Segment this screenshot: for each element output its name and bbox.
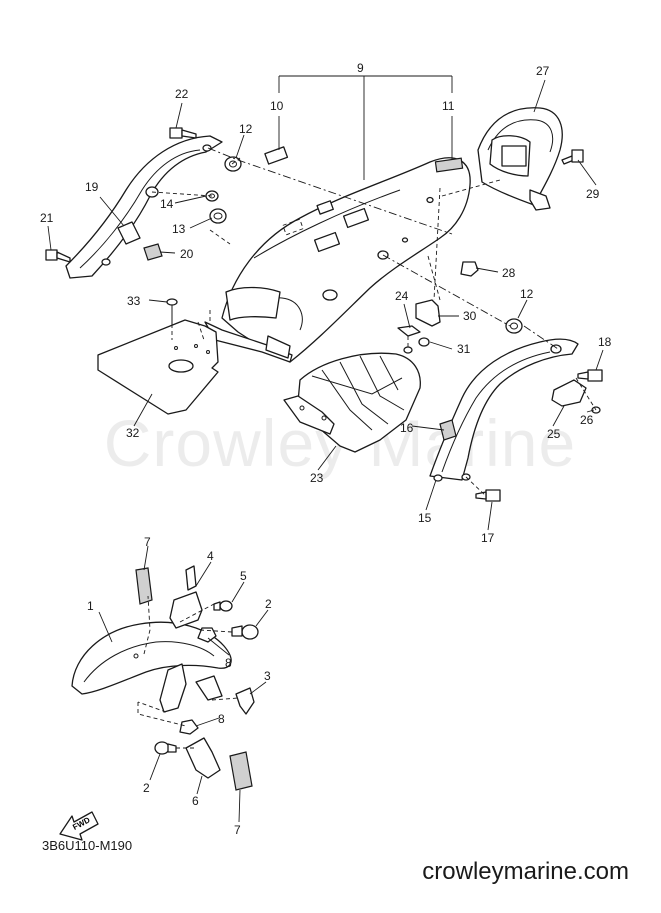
callout-23: 23 xyxy=(310,471,324,485)
callout-16: 16 xyxy=(400,421,414,435)
grab-bar-left-19 xyxy=(65,135,223,279)
callout-28: 28 xyxy=(502,266,516,280)
bracket-6 xyxy=(185,737,221,779)
callout-30: 30 xyxy=(463,309,477,323)
callout-11: 11 xyxy=(442,99,455,113)
collar-12-left xyxy=(224,156,242,172)
pad-20 xyxy=(143,243,163,261)
bolt-near-23 xyxy=(403,346,413,354)
collar-12-right xyxy=(505,318,523,334)
callout-7-bottom: 7 xyxy=(234,823,241,837)
website-link[interactable]: crowleymarine.com xyxy=(422,858,629,885)
callout-22: 22 xyxy=(175,87,189,101)
callout-10: 10 xyxy=(270,99,284,113)
screw-33 xyxy=(166,298,178,325)
bracket-3 xyxy=(235,687,255,715)
fender-stay-left xyxy=(159,663,223,713)
bracket-30 xyxy=(415,299,441,327)
callout-21: 21 xyxy=(40,211,54,225)
callout-29: 29 xyxy=(586,187,600,201)
inner-fender-23 xyxy=(283,352,421,453)
fwd-arrow-icon: FWD xyxy=(59,811,99,841)
callout-5: 5 xyxy=(240,569,247,583)
callout-26: 26 xyxy=(580,413,594,427)
leader-lines xyxy=(47,75,604,823)
callout-14: 14 xyxy=(160,197,174,211)
callout-20: 20 xyxy=(180,247,194,261)
callout-4: 4 xyxy=(207,549,214,563)
plate-32 xyxy=(97,319,219,415)
callout-1: 1 xyxy=(87,599,94,613)
bolt-2-bottom xyxy=(154,741,177,755)
callout-2-top: 2 xyxy=(265,597,272,611)
callout-31: 31 xyxy=(457,342,471,356)
clip-24 xyxy=(397,325,421,337)
callout-33: 33 xyxy=(127,294,141,308)
grommet-13 xyxy=(209,208,227,224)
washer-14 xyxy=(205,190,219,202)
nut-28 xyxy=(460,261,479,277)
callout-12-right: 12 xyxy=(520,287,534,301)
callout-8-top: 8 xyxy=(225,656,232,670)
callout-27: 27 xyxy=(536,64,550,78)
callout-12-left: 12 xyxy=(239,122,253,136)
rear-fender xyxy=(204,157,471,363)
screw-31 xyxy=(418,337,430,347)
callout-17: 17 xyxy=(481,531,495,545)
decal-10 xyxy=(264,146,304,236)
callout-24: 24 xyxy=(395,289,409,303)
nut-8-bottom xyxy=(179,719,199,735)
callout-13: 13 xyxy=(172,222,186,236)
bolt-17 xyxy=(475,489,501,502)
callout-8-bottom: 8 xyxy=(218,712,225,726)
callout-25: 25 xyxy=(547,427,561,441)
callout-3: 3 xyxy=(264,669,271,683)
callout-6: 6 xyxy=(192,794,199,808)
callout-15: 15 xyxy=(418,511,432,525)
grab-bar-right-15 xyxy=(429,338,579,482)
callout-9: 9 xyxy=(357,61,364,75)
callout-2-bottom: 2 xyxy=(143,781,150,795)
callout-32: 32 xyxy=(126,426,140,440)
front-fender-1 xyxy=(71,621,232,695)
callout-18: 18 xyxy=(598,335,612,349)
figure-code: 3B6U110-M190 xyxy=(42,838,133,853)
bolt-5 xyxy=(213,600,233,612)
decal-11 xyxy=(434,157,464,173)
tail-light-27 xyxy=(477,107,563,211)
callout-7-top: 7 xyxy=(144,535,151,549)
bracket-25 xyxy=(551,379,587,407)
bolt-22 xyxy=(169,127,197,139)
pad-16 xyxy=(439,419,457,441)
pad-7-bottom xyxy=(229,751,253,791)
nut-8-top xyxy=(197,627,217,643)
pad-7-top xyxy=(135,567,153,605)
bolt-29 xyxy=(561,149,584,165)
callout-labels: 9 10 11 27 22 12 19 14 13 21 20 29 28 33… xyxy=(40,61,612,837)
bracket-4 xyxy=(169,565,203,629)
bolt-21 xyxy=(45,249,71,263)
bolt-18 xyxy=(577,369,603,382)
bolt-2-top xyxy=(231,624,259,640)
construction-lines xyxy=(137,147,597,749)
callout-19: 19 xyxy=(85,180,99,194)
